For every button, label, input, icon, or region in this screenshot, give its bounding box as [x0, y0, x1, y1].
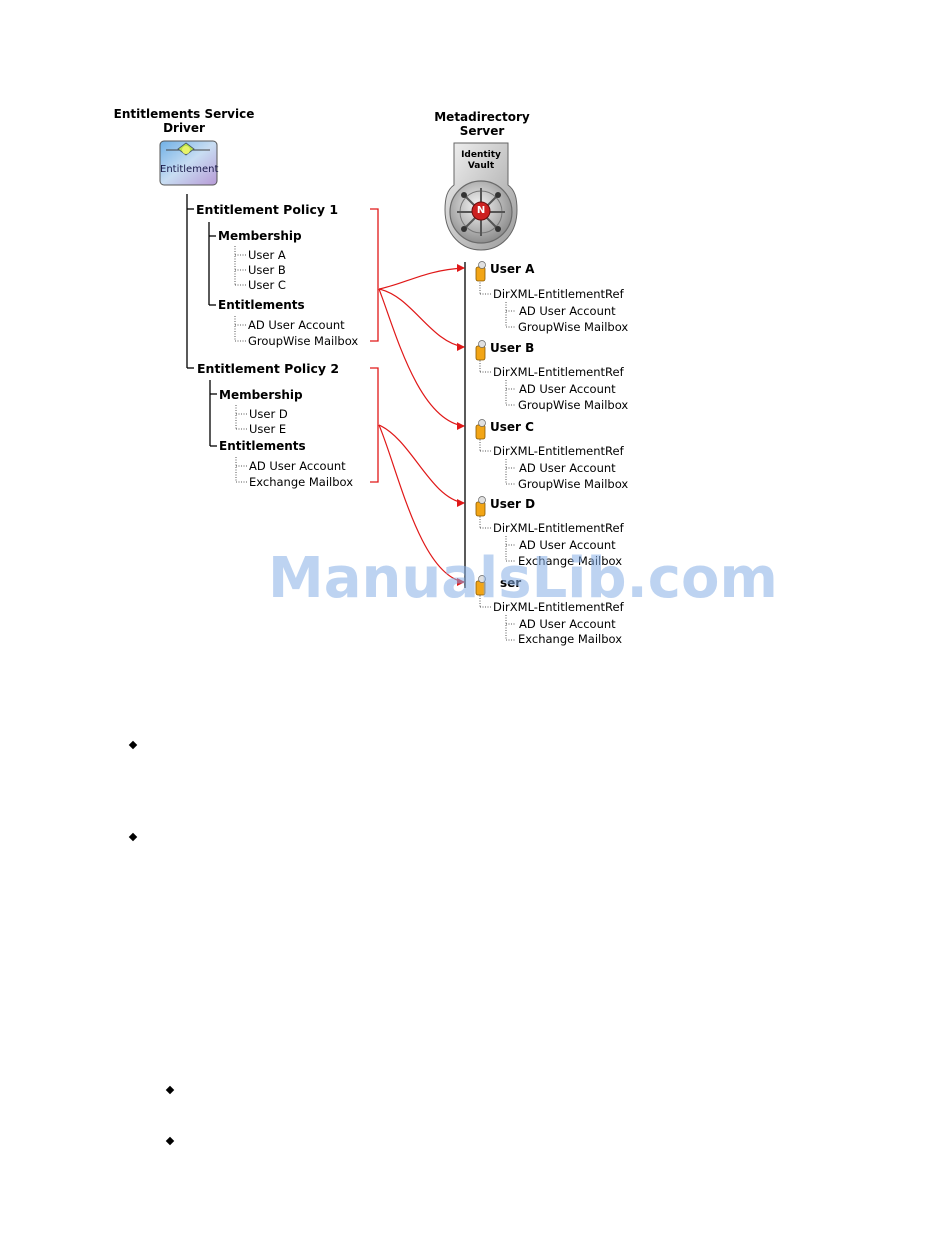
identity-vault-icon [444, 142, 518, 251]
policy-2-member: User D [249, 407, 288, 421]
policy-tree-lines [186, 194, 466, 588]
user-icon [475, 496, 486, 517]
policy-2-entitlement: Exchange Mailbox [249, 475, 353, 489]
policy-1-membership-label: Membership [218, 229, 302, 243]
user-d-ref: DirXML-EntitlementRef [493, 521, 624, 535]
driver-caption-line1: Entitlements Service [113, 107, 255, 121]
policy-1-member: User B [248, 263, 286, 277]
user-a-ref: DirXML-EntitlementRef [493, 287, 624, 301]
user-b-ref: DirXML-EntitlementRef [493, 365, 624, 379]
policy-2-entitlement: AD User Account [249, 459, 346, 473]
user-icon [475, 261, 486, 282]
user-a-item: AD User Account [519, 304, 616, 318]
user-icons [475, 261, 486, 596]
user-c-ref: DirXML-EntitlementRef [493, 444, 624, 458]
user-icon [475, 340, 486, 361]
vault-badge: N [476, 205, 486, 216]
user-b-name: User B [490, 341, 535, 355]
policy-2-title: Entitlement Policy 2 [197, 361, 340, 376]
policy-2-member: User E [249, 422, 287, 436]
watermark: ManualsLib.com [268, 546, 778, 611]
user-d-name: User D [490, 497, 536, 511]
user-b-item: GroupWise Mailbox [518, 398, 629, 412]
user-b-item: AD User Account [519, 382, 616, 396]
user-c-item: AD User Account [519, 461, 616, 475]
policy-1-title: Entitlement Policy 1 [196, 202, 339, 217]
user-e-name: ser [500, 576, 522, 590]
user-c-item: GroupWise Mailbox [518, 477, 629, 491]
policy-1-entitlement: GroupWise Mailbox [248, 334, 359, 348]
user-a-item: GroupWise Mailbox [518, 320, 629, 334]
assignment-arrows [378, 267, 465, 583]
vault-label-line2: Vault [467, 161, 495, 171]
policy-tree-dotted [234, 246, 247, 483]
server-caption: Metadirectory Server [426, 110, 538, 138]
policy-1-member: User C [248, 278, 286, 292]
vault-label-line1: Identity [461, 150, 501, 160]
user-e-item: AD User Account [519, 617, 616, 631]
user-e-ref: DirXML-EntitlementRef [493, 600, 624, 614]
policy-2-entitlements-label: Entitlements [219, 439, 306, 453]
user-c-name: User C [490, 420, 534, 434]
user-d-item: Exchange Mailbox [518, 554, 622, 568]
entitlement-icon-label: Entitlement [160, 164, 219, 175]
server-caption-line1: Metadirectory [434, 110, 530, 124]
entitlement-driver-icon [159, 140, 218, 186]
user-d-item: AD User Account [519, 538, 616, 552]
user-icon [475, 419, 486, 440]
policy-1-member: User A [248, 248, 286, 262]
driver-caption-line2: Driver [163, 121, 205, 135]
user-icon [475, 575, 486, 596]
vault-label: Identity Vault [454, 150, 508, 172]
policy-2-membership-label: Membership [219, 388, 303, 402]
user-tree-dotted [479, 280, 516, 641]
policy-1-entitlements-label: Entitlements [218, 298, 305, 312]
driver-caption: Entitlements Service Driver [110, 107, 258, 135]
user-e-item: Exchange Mailbox [518, 632, 622, 646]
policy-brackets [370, 208, 379, 483]
policy-1-entitlement: AD User Account [248, 318, 345, 332]
arrow-heads [457, 264, 465, 586]
server-caption-line2: Server [459, 124, 505, 138]
user-a-name: User A [490, 262, 535, 276]
